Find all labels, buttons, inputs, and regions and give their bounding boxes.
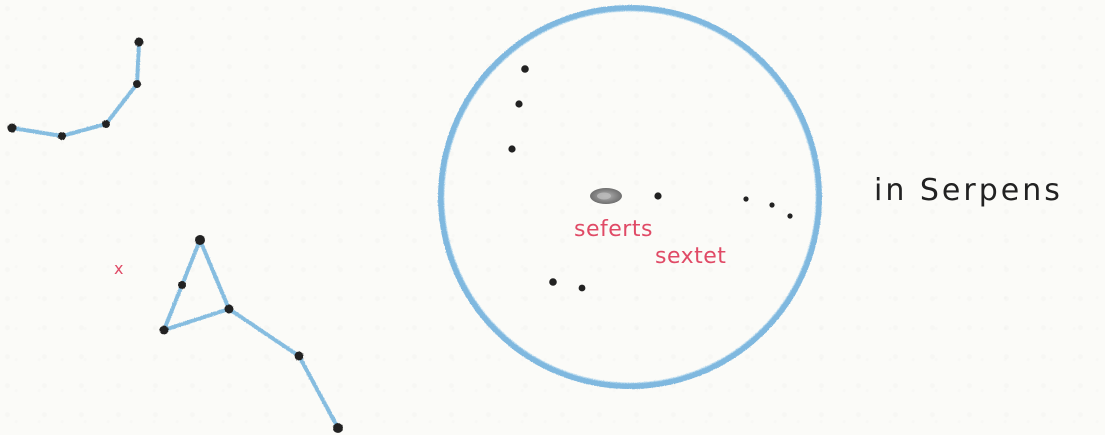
- star: [195, 235, 205, 245]
- star: [160, 326, 169, 335]
- star: [225, 305, 234, 314]
- star: [743, 196, 748, 201]
- star: [333, 423, 343, 433]
- group-name-line-1: seferts: [574, 217, 653, 242]
- star: [8, 124, 17, 133]
- star: [295, 352, 304, 361]
- bottom-left-asterism: [160, 235, 344, 433]
- field-stars: [508, 65, 792, 291]
- star: [515, 100, 522, 107]
- star: [133, 80, 141, 88]
- telescope-field-of-view-circle: [441, 8, 819, 386]
- location-label: in Serpens: [874, 173, 1063, 208]
- star: [787, 213, 792, 218]
- star: [508, 145, 515, 152]
- star: [102, 120, 110, 128]
- top-left-asterism: [8, 38, 144, 141]
- star: [579, 285, 586, 292]
- star: [549, 278, 557, 286]
- target-marker: x: [114, 259, 123, 278]
- star: [58, 132, 66, 140]
- star: [769, 202, 774, 207]
- star: [135, 38, 144, 47]
- group-name-line-2: sextet: [655, 244, 726, 269]
- star: [654, 192, 661, 199]
- galaxy-smudge: [590, 188, 622, 204]
- star: [521, 65, 529, 73]
- star: [178, 281, 186, 289]
